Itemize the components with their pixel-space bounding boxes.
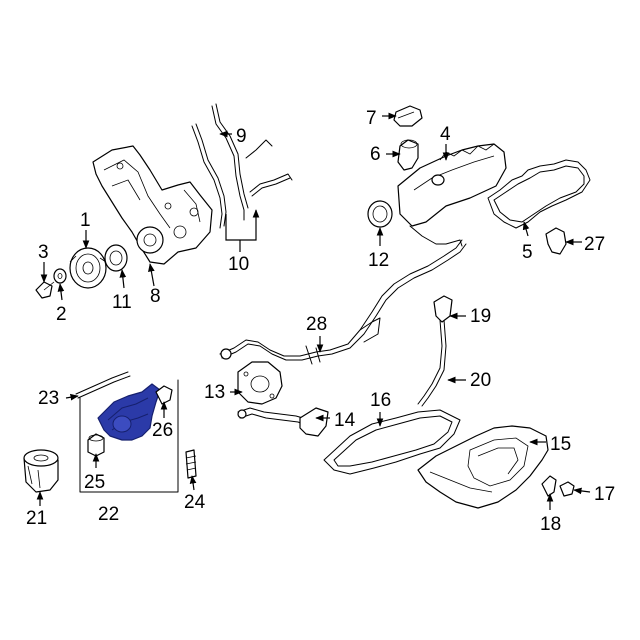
callout-28: 28 — [306, 314, 327, 335]
crankshaft-seal[interactable] — [104, 244, 128, 272]
callout-labels: 1 2 3 4 5 6 7 8 9 10 11 12 13 14 15 16 1… — [26, 108, 615, 535]
adapter-fitting[interactable] — [87, 433, 105, 457]
oil-filter[interactable] — [23, 449, 59, 493]
crankshaft-pulley[interactable] — [69, 247, 107, 289]
leaders — [36, 112, 591, 510]
dipstick-cap[interactable] — [433, 295, 453, 323]
callout-21: 21 — [26, 508, 47, 529]
drain-plug-gasket[interactable] — [541, 475, 557, 497]
washer[interactable] — [53, 268, 67, 284]
callout-12: 12 — [368, 250, 389, 271]
dipstick-guide[interactable] — [75, 371, 131, 399]
callout-5: 5 — [522, 242, 533, 263]
callout-15: 15 — [550, 434, 571, 455]
callout-20: 20 — [470, 370, 491, 391]
dipstick-tube[interactable] — [219, 239, 467, 365]
callout-23: 23 — [38, 388, 59, 409]
drain-plug[interactable] — [559, 481, 575, 497]
dipstick[interactable] — [417, 319, 447, 407]
callout-18: 18 — [540, 514, 561, 535]
camshaft-seal[interactable] — [367, 200, 393, 228]
callout-6: 6 — [370, 144, 381, 165]
callout-7: 7 — [366, 108, 377, 129]
callout-9: 9 — [236, 126, 247, 147]
callout-14: 14 — [334, 410, 356, 431]
callout-17: 17 — [594, 484, 615, 505]
sensor[interactable] — [545, 227, 567, 255]
filter-adapter-bracket — [79, 379, 179, 493]
callout-16: 16 — [370, 390, 391, 411]
callout-22: 22 — [98, 504, 119, 525]
callout-13: 13 — [204, 382, 225, 403]
oil-pump[interactable] — [237, 361, 283, 405]
oil-pickup-tube[interactable] — [237, 407, 329, 437]
callout-1: 1 — [80, 210, 91, 231]
oil-filler-tube[interactable] — [397, 139, 419, 171]
oil-filter-adapter[interactable] — [97, 383, 161, 441]
oil-pan[interactable] — [417, 425, 549, 509]
callout-2: 2 — [56, 304, 67, 325]
callout-8: 8 — [150, 286, 161, 307]
valve-cover[interactable] — [397, 143, 507, 247]
oil-filler-cap[interactable] — [393, 105, 423, 127]
valve-cover-gasket[interactable] — [487, 159, 591, 229]
callout-25: 25 — [84, 472, 105, 493]
adapter-stud[interactable] — [185, 449, 197, 479]
timing-cover[interactable] — [92, 145, 213, 265]
callout-26: 26 — [152, 420, 173, 441]
callout-27: 27 — [584, 234, 605, 255]
callout-10: 10 — [228, 254, 249, 275]
callout-4: 4 — [440, 124, 451, 145]
callout-24: 24 — [184, 492, 206, 513]
callout-19: 19 — [470, 306, 491, 327]
timing-cover-gaskets[interactable] — [191, 103, 293, 229]
callout-3: 3 — [38, 242, 49, 263]
callout-11: 11 — [112, 292, 132, 313]
pulley-bolt[interactable] — [35, 281, 55, 299]
